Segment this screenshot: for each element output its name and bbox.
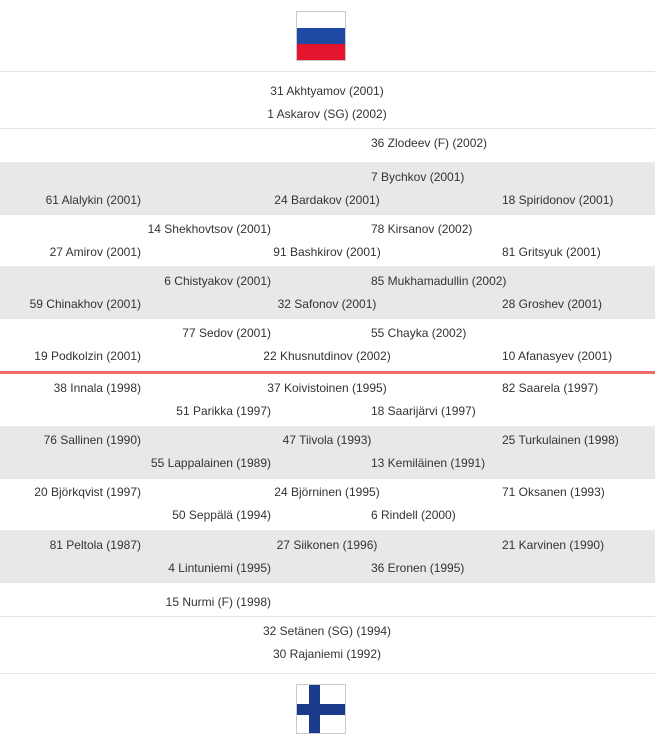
player-name: 27 Siikonen (1996) [276, 538, 378, 552]
russia-extra-forward: 36 Zlodeev (F) (2002) [0, 129, 655, 162]
player-name: 14 Shekhovtsov (2001) [147, 222, 271, 236]
player-name: 7 Bychkov (2001) [371, 170, 465, 184]
player-name: 81 Peltola (1987) [49, 538, 141, 552]
player-name: 1 Askarov (SG) (2002) [267, 107, 387, 121]
player-name: 24 Bardakov (2001) [274, 193, 380, 207]
player-name: 25 Turkulainen (1998) [502, 433, 619, 447]
finland-goalies: 32 Setänen (SG) (1994) 30 Rajaniemi (199… [0, 617, 655, 673]
player-name: 22 Khusnutdinov (2002) [263, 349, 391, 363]
player-name: 18 Saarijärvi (1997) [371, 404, 476, 418]
player-name: 21 Karvinen (1990) [502, 538, 605, 552]
russia-line-1: 7 Bychkov (2001) 61 Alalykin (2001) 24 B… [0, 162, 655, 215]
player-name: 55 Chayka (2002) [371, 326, 467, 340]
finland-flag-section [0, 674, 655, 740]
player-name: 81 Gritsyuk (2001) [502, 245, 601, 259]
player-name: 32 Setänen (SG) (1994) [262, 624, 392, 638]
player-name: 20 Björkqvist (1997) [34, 485, 141, 499]
player-name: 55 Lappalainen (1989) [150, 456, 271, 470]
player-name: 91 Bashkirov (2001) [273, 245, 381, 259]
player-name: 19 Podkolzin (2001) [34, 349, 141, 363]
russia-line-3: 6 Chistyakov (2001) 85 Mukhamadullin (20… [0, 266, 655, 319]
finland-flag-icon [296, 684, 346, 734]
russia-line-4: 77 Sedov (2001) 55 Chayka (2002) 19 Podk… [0, 319, 655, 371]
player-name: 24 Björninen (1995) [274, 485, 380, 499]
russia-line-2: 14 Shekhovtsov (2001) 78 Kirsanov (2002)… [0, 215, 655, 266]
player-name: 28 Groshev (2001) [502, 297, 603, 311]
player-name: 36 Eronen (1995) [371, 561, 465, 575]
player-name: 85 Mukhamadullin (2002) [371, 274, 507, 288]
player-name: 50 Seppälä (1994) [172, 508, 271, 522]
player-name: 76 Sallinen (1990) [43, 433, 141, 447]
player-name: 59 Chinakhov (2001) [29, 297, 141, 311]
russia-flag-section [0, 0, 655, 71]
finland-line-1: 38 Innala (1998) 37 Koivistoinen (1995) … [0, 374, 655, 426]
finland-extra-forward: 15 Nurmi (F) (1998) [0, 583, 655, 616]
player-name: 38 Innala (1998) [53, 381, 141, 395]
player-name: 31 Akhtyamov (2001) [270, 84, 384, 98]
player-name: 36 Zlodeev (F) (2002) [371, 136, 488, 150]
russia-flag-icon [296, 11, 346, 61]
player-name: 30 Rajaniemi (1992) [272, 647, 382, 661]
finland-line-4: 81 Peltola (1987) 27 Siikonen (1996) 21 … [0, 530, 655, 583]
player-name: 47 Tiivola (1993) [282, 433, 372, 447]
finland-line-3: 20 Björkqvist (1997) 24 Björninen (1995)… [0, 479, 655, 530]
player-name: 10 Afanasyev (2001) [502, 349, 613, 363]
player-name: 51 Parikka (1997) [176, 404, 271, 418]
finland-line-2: 76 Sallinen (1990) 47 Tiivola (1993) 25 … [0, 426, 655, 479]
russia-goalies: 31 Akhtyamov (2001) 1 Askarov (SG) (2002… [0, 72, 655, 128]
player-name: 78 Kirsanov (2002) [371, 222, 473, 236]
player-name: 6 Chistyakov (2001) [164, 274, 271, 288]
player-name: 82 Saarela (1997) [502, 381, 599, 395]
player-name: 61 Alalykin (2001) [45, 193, 141, 207]
player-name: 32 Safonov (2001) [277, 297, 377, 311]
player-name: 77 Sedov (2001) [182, 326, 271, 340]
player-name: 4 Lintuniemi (1995) [168, 561, 271, 575]
player-name: 15 Nurmi (F) (1998) [165, 595, 271, 609]
player-name: 27 Amirov (2001) [49, 245, 141, 259]
player-name: 18 Spiridonov (2001) [502, 193, 614, 207]
center-line-divider [0, 371, 655, 374]
player-name: 6 Rindell (2000) [371, 508, 456, 522]
player-name: 71 Oksanen (1993) [502, 485, 605, 499]
player-name: 37 Koivistoinen (1995) [267, 381, 387, 395]
player-name: 13 Kemiläinen (1991) [371, 456, 486, 470]
